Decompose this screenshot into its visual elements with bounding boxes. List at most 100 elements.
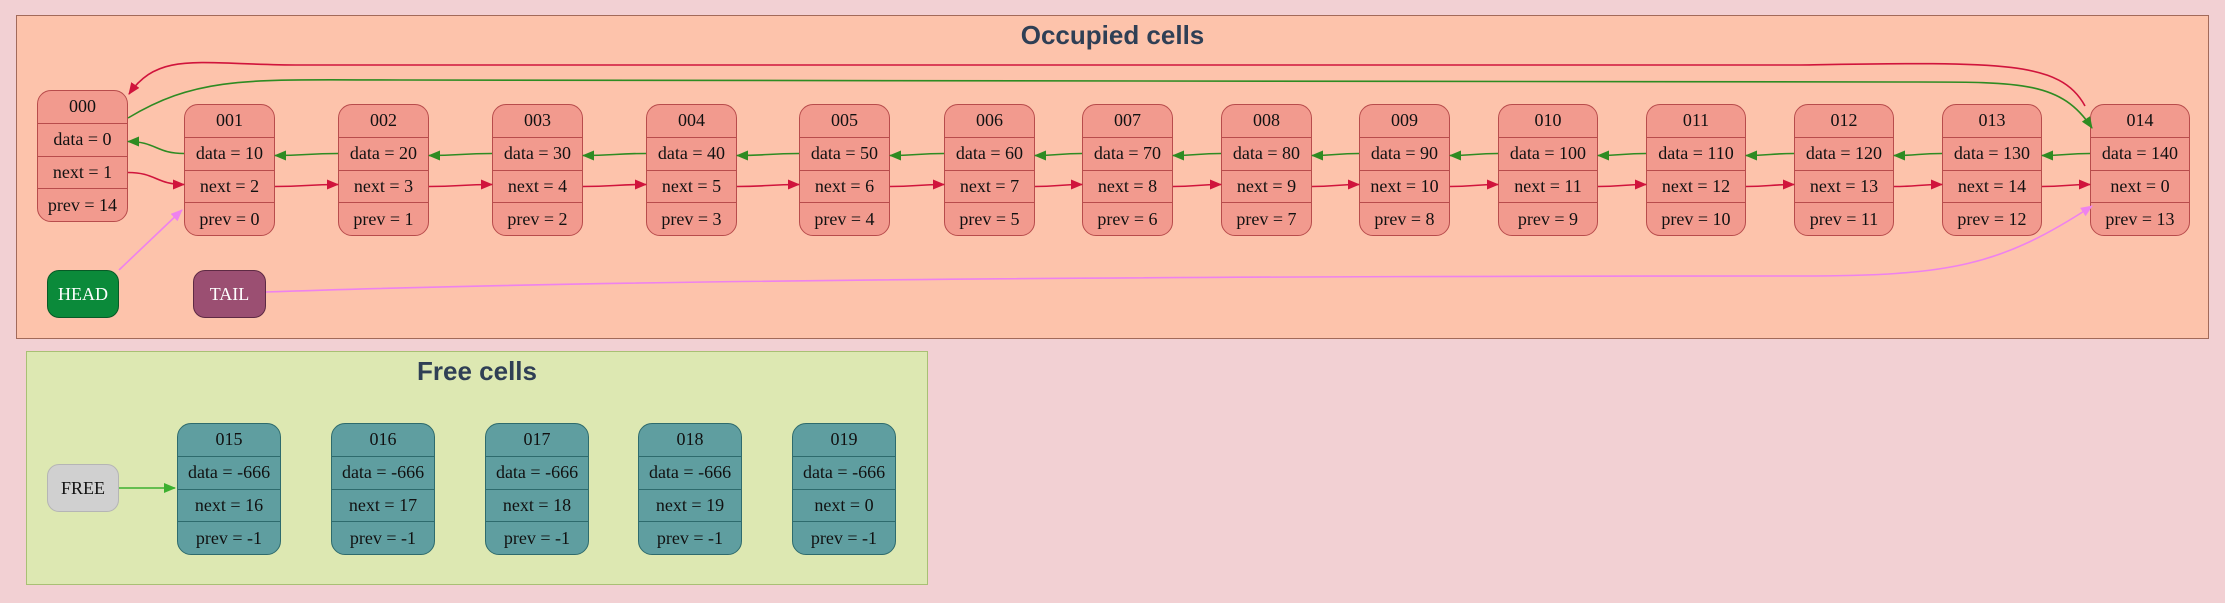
node-next-field: next = 7 xyxy=(945,169,1034,203)
node-prev-field: prev = 10 xyxy=(1647,202,1745,235)
node-data-field: data = 0 xyxy=(38,122,127,156)
node-id-field: 006 xyxy=(976,110,1003,131)
tail-pointer[interactable]: TAIL xyxy=(193,270,266,318)
node-id-field: 002 xyxy=(370,110,397,131)
node-prev-field: prev = -1 xyxy=(486,521,588,554)
node-data-field: data = 20 xyxy=(339,136,428,170)
node-data-field: data = -666 xyxy=(793,455,895,489)
node-prev-field: prev = 2 xyxy=(493,202,582,235)
node-prev-field: prev = 1 xyxy=(339,202,428,235)
node-next-field: next = 17 xyxy=(332,488,434,522)
node-next-field: next = 0 xyxy=(2091,169,2189,203)
node-id-field: 019 xyxy=(830,429,858,450)
node-next-field: next = 2 xyxy=(185,169,274,203)
node-data-field: data = 50 xyxy=(800,136,889,170)
node-id-field: 010 xyxy=(1534,110,1562,131)
node-prev-field: prev = 11 xyxy=(1795,202,1893,235)
node-data-field: data = 110 xyxy=(1647,136,1745,170)
node-id-field: 005 xyxy=(831,110,858,131)
node-id-field: 011 xyxy=(1682,110,1710,131)
node-id-field: 003 xyxy=(524,110,551,131)
node-id-field: 000 xyxy=(69,96,96,117)
node-next-field: next = 12 xyxy=(1647,169,1745,203)
node-data-field: data = 120 xyxy=(1795,136,1893,170)
node-data-field: data = -666 xyxy=(486,455,588,489)
node-next-field: next = 8 xyxy=(1083,169,1172,203)
node-next-field: next = 11 xyxy=(1499,169,1597,203)
node-prev-field: prev = 8 xyxy=(1360,202,1449,235)
node-data-field: data = -666 xyxy=(332,455,434,489)
node-prev-field: prev = 7 xyxy=(1222,202,1311,235)
node-id-field: 004 xyxy=(678,110,705,131)
node-data-field: data = 140 xyxy=(2091,136,2189,170)
node-data-field: data = 90 xyxy=(1360,136,1449,170)
node-data-field: data = 80 xyxy=(1222,136,1311,170)
node-data-field: data = 70 xyxy=(1083,136,1172,170)
node-data-field: data = 60 xyxy=(945,136,1034,170)
node-data-field: data = 10 xyxy=(185,136,274,170)
node-id-field: 008 xyxy=(1253,110,1280,131)
node-prev-field: prev = -1 xyxy=(639,521,741,554)
node-id-field: 013 xyxy=(1978,110,2006,131)
node-prev-field: prev = -1 xyxy=(178,521,280,554)
node-prev-field: prev = 0 xyxy=(185,202,274,235)
node-data-field: data = 100 xyxy=(1499,136,1597,170)
node-prev-field: prev = 4 xyxy=(800,202,889,235)
free-cells-cluster: Free cells xyxy=(26,351,928,585)
node-next-field: next = 14 xyxy=(1943,169,2041,203)
node-id-field: 012 xyxy=(1830,110,1858,131)
node-next-field: next = 4 xyxy=(493,169,582,203)
node-prev-field: prev = 14 xyxy=(38,188,127,221)
node-next-field: next = 10 xyxy=(1360,169,1449,203)
node-id-field: 014 xyxy=(2126,110,2154,131)
node-prev-field: prev = 6 xyxy=(1083,202,1172,235)
node-id-field: 016 xyxy=(369,429,397,450)
free-pointer[interactable]: FREE xyxy=(47,464,119,512)
node-prev-field: prev = 13 xyxy=(2091,202,2189,235)
node-data-field: data = -666 xyxy=(639,455,741,489)
free-cells-title: Free cells xyxy=(417,356,537,386)
node-id-field: 018 xyxy=(676,429,704,450)
node-next-field: next = 16 xyxy=(178,488,280,522)
node-next-field: next = 3 xyxy=(339,169,428,203)
node-next-field: next = 9 xyxy=(1222,169,1311,203)
node-next-field: next = 13 xyxy=(1795,169,1893,203)
node-prev-field: prev = -1 xyxy=(332,521,434,554)
node-id-field: 007 xyxy=(1114,110,1141,131)
node-prev-field: prev = 5 xyxy=(945,202,1034,235)
head-pointer[interactable]: HEAD xyxy=(47,270,119,318)
node-prev-field: prev = 12 xyxy=(1943,202,2041,235)
node-id-field: 015 xyxy=(215,429,243,450)
node-id-field: 017 xyxy=(523,429,551,450)
node-next-field: next = 6 xyxy=(800,169,889,203)
node-next-field: next = 18 xyxy=(486,488,588,522)
node-prev-field: prev = 3 xyxy=(647,202,736,235)
node-next-field: next = 1 xyxy=(38,155,127,189)
node-prev-field: prev = -1 xyxy=(793,521,895,554)
node-id-field: 001 xyxy=(216,110,243,131)
node-data-field: data = -666 xyxy=(178,455,280,489)
node-id-field: 009 xyxy=(1391,110,1418,131)
node-data-field: data = 130 xyxy=(1943,136,2041,170)
occupied-cells-title: Occupied cells xyxy=(1020,20,1205,50)
